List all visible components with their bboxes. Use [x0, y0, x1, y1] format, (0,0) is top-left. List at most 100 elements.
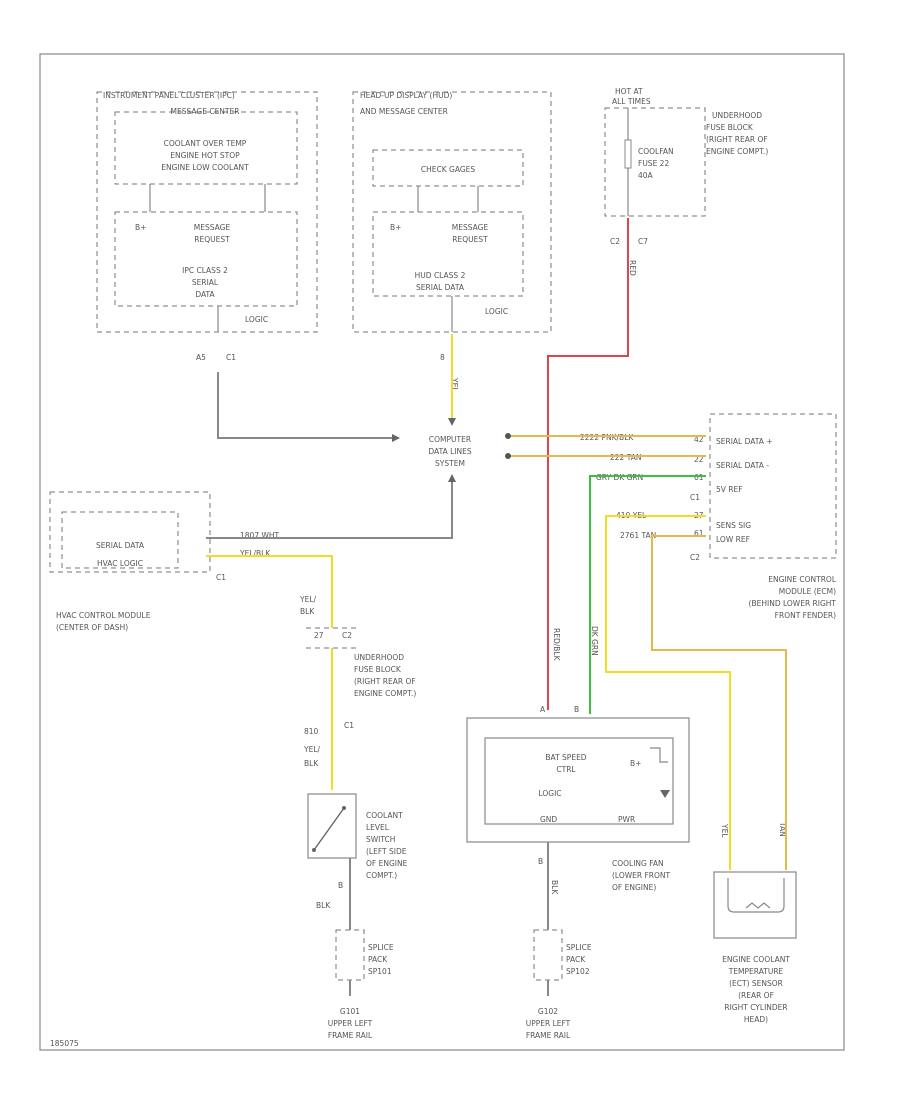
hvac-wire2: YEL/BLK: [239, 549, 271, 558]
splice2-box: [533, 929, 563, 981]
wire-hvac-serial: [206, 480, 453, 539]
fuse-mid-conn: C2: [342, 631, 352, 640]
fan-pinA: A: [540, 705, 546, 714]
switch-box: [307, 793, 357, 859]
ipc-serial3: DATA: [195, 290, 215, 299]
ipc-conn: C1: [226, 353, 236, 362]
ipc-serial2: SERIAL: [192, 278, 219, 287]
ipc-module: INSTRUMENT PANEL CLUSTER (IPC) MESSAGE C…: [96, 91, 318, 362]
ecm-ref: 5V REF: [716, 485, 743, 494]
ecm-n4: FRONT FENDER): [775, 611, 836, 620]
ecm-wire5: 2761 TAN: [620, 531, 656, 540]
ecm-wire1: 2222 PNK/BLK: [580, 433, 634, 442]
ecm-box: [709, 413, 837, 559]
wire-ipc-data: [217, 372, 392, 439]
fuse-top-block3: (RIGHT REAR OF: [706, 135, 768, 144]
dls-l3: SYSTEM: [435, 459, 465, 468]
ecm-pin2: 22: [694, 455, 704, 464]
fuse-mid-pin2: C1: [344, 721, 354, 730]
fan-wire1: RED/BLK: [552, 628, 561, 662]
splice1-n1: SPLICE: [368, 943, 394, 952]
fan-logic: LOGIC: [538, 789, 561, 798]
fuse-block-top: HOT AT ALL TIMES UNDERHOOD FUSE BLOCK (R…: [604, 87, 768, 276]
fuse-top-hot: HOT AT: [615, 87, 643, 96]
hud-wire-label: YEL: [450, 377, 459, 392]
splice1-g2: UPPER LEFT: [328, 1019, 373, 1028]
hud-req1: MESSAGE: [452, 223, 489, 232]
splice2-g2: UPPER LEFT: [526, 1019, 571, 1028]
ecm-low: LOW REF: [716, 535, 750, 544]
ect-n4: (REAR OF: [738, 991, 774, 1000]
hud-bplus: B+: [390, 223, 401, 232]
fan-label2: CTRL: [556, 765, 576, 774]
fan-gnd: GND: [540, 815, 557, 824]
ecm-pin5: 61: [694, 529, 704, 538]
ipc-bplus: B+: [135, 223, 146, 232]
switch-n1: COOLANT: [366, 811, 403, 820]
hud-box: [352, 91, 552, 333]
splice-pack-2: SPLICE PACK SP102 G102 UPPER LEFT FRAME …: [526, 929, 592, 1040]
ipc-box: [96, 91, 318, 333]
ecm-n2: MODULE (ECM): [779, 587, 836, 596]
fan-n1: COOLING FAN: [612, 859, 664, 868]
wire-fan-power-red: [547, 218, 629, 710]
fuse-top-conn: C7: [638, 237, 648, 246]
ect-sensor: YEL TAN ENGINE COOLANT TEMPERATURE (ECT)…: [713, 821, 797, 1024]
fuse-block-mid: YEL/ BLK 27 C2 UNDERHOOD FUSE BLOCK (RIG…: [299, 595, 416, 768]
fuse-mid-wire3: 810: [304, 727, 319, 736]
ect-box: [713, 871, 797, 939]
ipc-req2: REQUEST: [194, 235, 230, 244]
fuse-mid-n4: ENGINE COMPT.): [354, 689, 416, 698]
wire-hvac-yellow: [206, 555, 333, 628]
switch-pin: B: [338, 881, 343, 890]
splice1-g3: FRAME RAIL: [328, 1031, 373, 1040]
hud-logic: LOGIC: [485, 307, 508, 316]
hvac-inner: [61, 511, 179, 569]
hvac-module: SERIAL DATA HVAC LOGIC 1807 WHT YEL/BLK …: [49, 491, 280, 632]
hud-serial1: HUD CLASS 2: [415, 271, 466, 280]
fuse-mid-n3: (RIGHT REAR OF: [354, 677, 416, 686]
hud-message-box: [372, 149, 524, 187]
ipc-logic: LOGIC: [245, 315, 268, 324]
ect-n2: TEMPERATURE: [728, 967, 784, 976]
ipc-msg-low: ENGINE LOW COOLANT: [161, 163, 249, 172]
fan-pinB: B: [574, 705, 579, 714]
splice1-n2: PACK: [368, 955, 388, 964]
ect-n5: RIGHT CYLINDER: [724, 1003, 787, 1012]
fuse-mid-n2: FUSE BLOCK: [354, 665, 402, 674]
ecm-wire3: GRY DK GRN: [596, 473, 643, 482]
ect-n6: HEAD): [744, 1015, 768, 1024]
fan-label1: BAT SPEED: [545, 753, 586, 762]
fuse-top-box: [604, 107, 706, 217]
ect-n3: (ECT) SENSOR: [729, 979, 783, 988]
fuse-top-fuse1: COOLFAN: [638, 147, 674, 156]
splice1-box: [335, 929, 365, 981]
ipc-title: INSTRUMENT PANEL CLUSTER (IPC): [103, 91, 235, 100]
coolant-level-switch: COOLANT LEVEL SWITCH (LEFT SIDE OF ENGIN…: [307, 793, 408, 910]
ecm-sd-minus: SERIAL DATA -: [716, 461, 769, 470]
hvac-serial: SERIAL DATA: [96, 541, 145, 550]
switch-n2: LEVEL: [366, 823, 390, 832]
hvac-pin: C1: [216, 573, 226, 582]
hud-module: HEAD-UP DISPLAY (HUD) AND MESSAGE CENTER…: [352, 91, 552, 392]
fan-outer-box: [466, 717, 690, 843]
splice2-n2: PACK: [566, 955, 586, 964]
fan-n3: OF ENGINE): [612, 883, 656, 892]
fan-inner-box: [484, 737, 674, 825]
ecm-pin3: 61: [694, 473, 704, 482]
ecm-sens: SENS SIG: [716, 521, 751, 530]
diagram-frame: [39, 53, 845, 1051]
hvac-n1: HVAC CONTROL MODULE: [56, 611, 151, 620]
ecm-sd-plus: SERIAL DATA +: [716, 437, 773, 446]
cooling-fan: BAT SPEED CTRL B+ LOGIC GND PWR A B RED/…: [466, 626, 690, 895]
fan-wire3: BLK: [550, 880, 559, 895]
fuse-top-fuse3: 40A: [638, 171, 654, 180]
ipc-subtitle: MESSAGE CENTER: [171, 107, 240, 116]
splice-pack-1: SPLICE PACK SP101 G101 UPPER LEFT FRAME …: [328, 929, 394, 1040]
wire-sens-yellow: [605, 515, 731, 870]
ect-wire2: TAN: [778, 821, 787, 837]
fuse-mid-wire4: YEL/: [303, 745, 320, 754]
fuse-top-wire: RED: [628, 260, 637, 276]
fuse-mid-wire5: BLK: [304, 759, 319, 768]
ipc-serial1: IPC CLASS 2: [182, 266, 228, 275]
